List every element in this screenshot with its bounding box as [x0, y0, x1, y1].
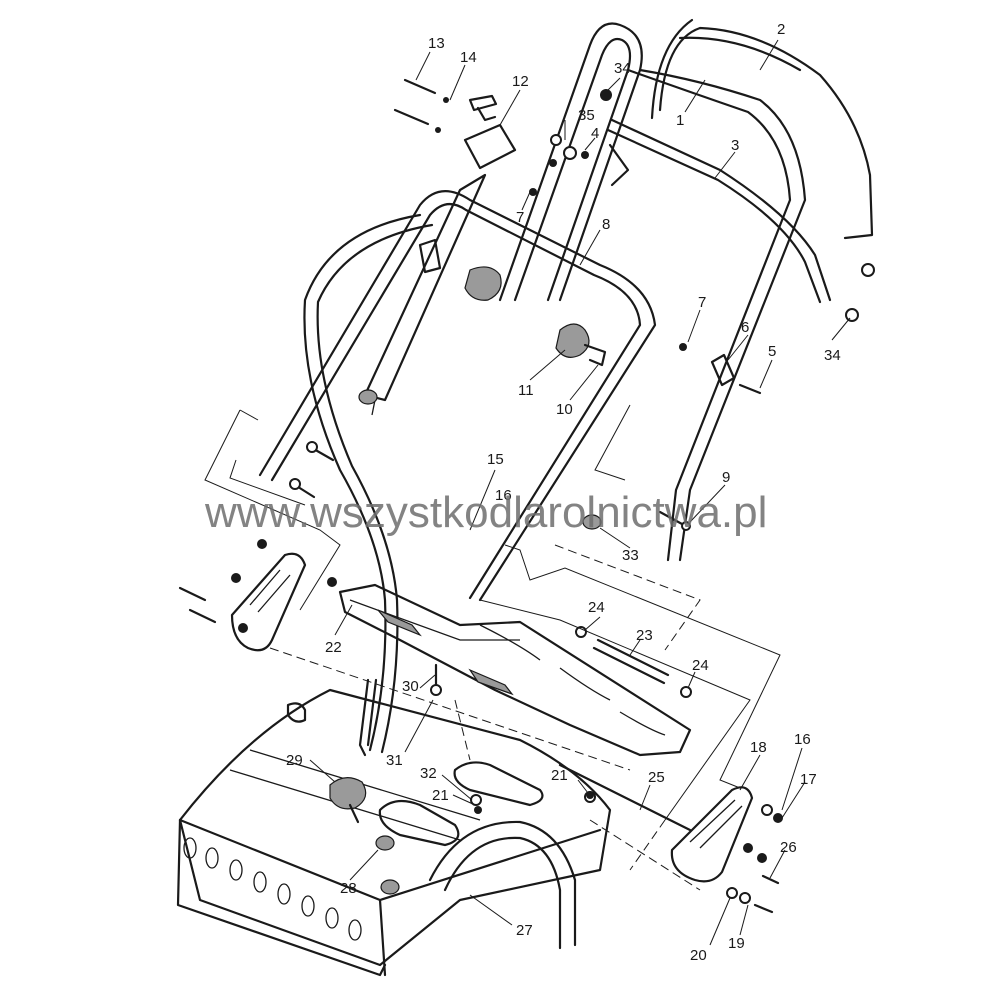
- callout-19: 19: [728, 935, 745, 952]
- callout-2: 2: [777, 21, 785, 38]
- handle-lower-frame-part-8: [258, 190, 657, 602]
- callout-numbers: 13 14 12 2 34 1 35 4 3 7 8 7 6 5 34 11 1…: [286, 21, 841, 964]
- callout-leaders: [309, 39, 851, 946]
- callout-24-right: 24: [692, 657, 709, 674]
- plug-part-28: [375, 835, 400, 895]
- left-pivot-bracket: [230, 552, 307, 652]
- grouping-lines: [204, 404, 781, 891]
- lever-rod: [358, 678, 378, 757]
- callout-16-right: 16: [794, 731, 811, 748]
- callout-28: 28: [340, 880, 357, 897]
- callout-31: 31: [386, 752, 403, 769]
- callout-29: 29: [286, 752, 303, 769]
- bolt-parts-30-31-32: [430, 663, 594, 814]
- top-bail-bar-part-2: [650, 18, 874, 240]
- callout-35: 35: [578, 107, 595, 124]
- tine-guard-part-22: [338, 583, 692, 757]
- callout-3: 3: [731, 137, 739, 154]
- callout-5: 5: [768, 343, 776, 360]
- callout-13: 13: [428, 35, 445, 52]
- cap-part-33: [358, 389, 602, 530]
- callout-21-right: 21: [551, 767, 568, 784]
- callout-30: 30: [402, 678, 419, 695]
- callout-18: 18: [750, 739, 767, 756]
- callout-7-right: 7: [698, 294, 706, 311]
- callout-20: 20: [690, 947, 707, 964]
- cable-loop: [303, 213, 434, 754]
- callout-23: 23: [636, 627, 653, 644]
- callout-10: 10: [556, 401, 573, 418]
- callout-1: 1: [676, 112, 684, 129]
- callout-32: 32: [420, 765, 437, 782]
- callout-14: 14: [460, 49, 477, 66]
- callout-22: 22: [325, 639, 342, 656]
- callout-16-left: 16: [495, 487, 512, 504]
- small-nuts-7: [529, 159, 687, 351]
- knob-part-29: [329, 777, 367, 824]
- callout-34-right: 34: [824, 347, 841, 364]
- callout-27: 27: [516, 922, 533, 939]
- washer-parts-34-35: [550, 89, 875, 322]
- watermark-text: www.wszystkodlarolnictwa.pl: [204, 488, 767, 537]
- callout-7-top: 7: [516, 209, 524, 226]
- housing-vents: [183, 837, 362, 941]
- bolts-parts-13-14: [393, 78, 449, 133]
- knob-upper: [418, 238, 502, 301]
- left-bracket-hardware: [178, 441, 337, 624]
- callout-6: 6: [741, 319, 749, 336]
- clamp-plate-part-12: [463, 94, 517, 170]
- callout-11: 11: [518, 382, 534, 399]
- callout-24-top: 24: [588, 599, 605, 616]
- upper-handle-part-1: [498, 22, 807, 562]
- knob-11: [555, 323, 607, 367]
- upper-left-tube: [363, 173, 487, 402]
- callout-25: 25: [648, 769, 665, 786]
- housing-handle-slot: [378, 761, 544, 847]
- callout-26: 26: [780, 839, 797, 856]
- callout-33: 33: [622, 547, 639, 564]
- bolt-part-9: [658, 510, 691, 531]
- callout-4: 4: [591, 125, 599, 142]
- callout-9: 9: [722, 469, 730, 486]
- callout-12: 12: [512, 73, 529, 90]
- callout-21-left: 21: [432, 787, 449, 804]
- callout-34-top: 34: [614, 60, 631, 77]
- rod-part-25: [558, 763, 692, 832]
- right-pivot-bracket-part-18: [670, 786, 783, 914]
- callout-8: 8: [602, 216, 610, 233]
- control-rod-part-3: [606, 118, 832, 304]
- callout-17: 17: [800, 771, 817, 788]
- callout-15: 15: [487, 451, 504, 468]
- clip-part-6-bolt-part-5: [710, 353, 762, 395]
